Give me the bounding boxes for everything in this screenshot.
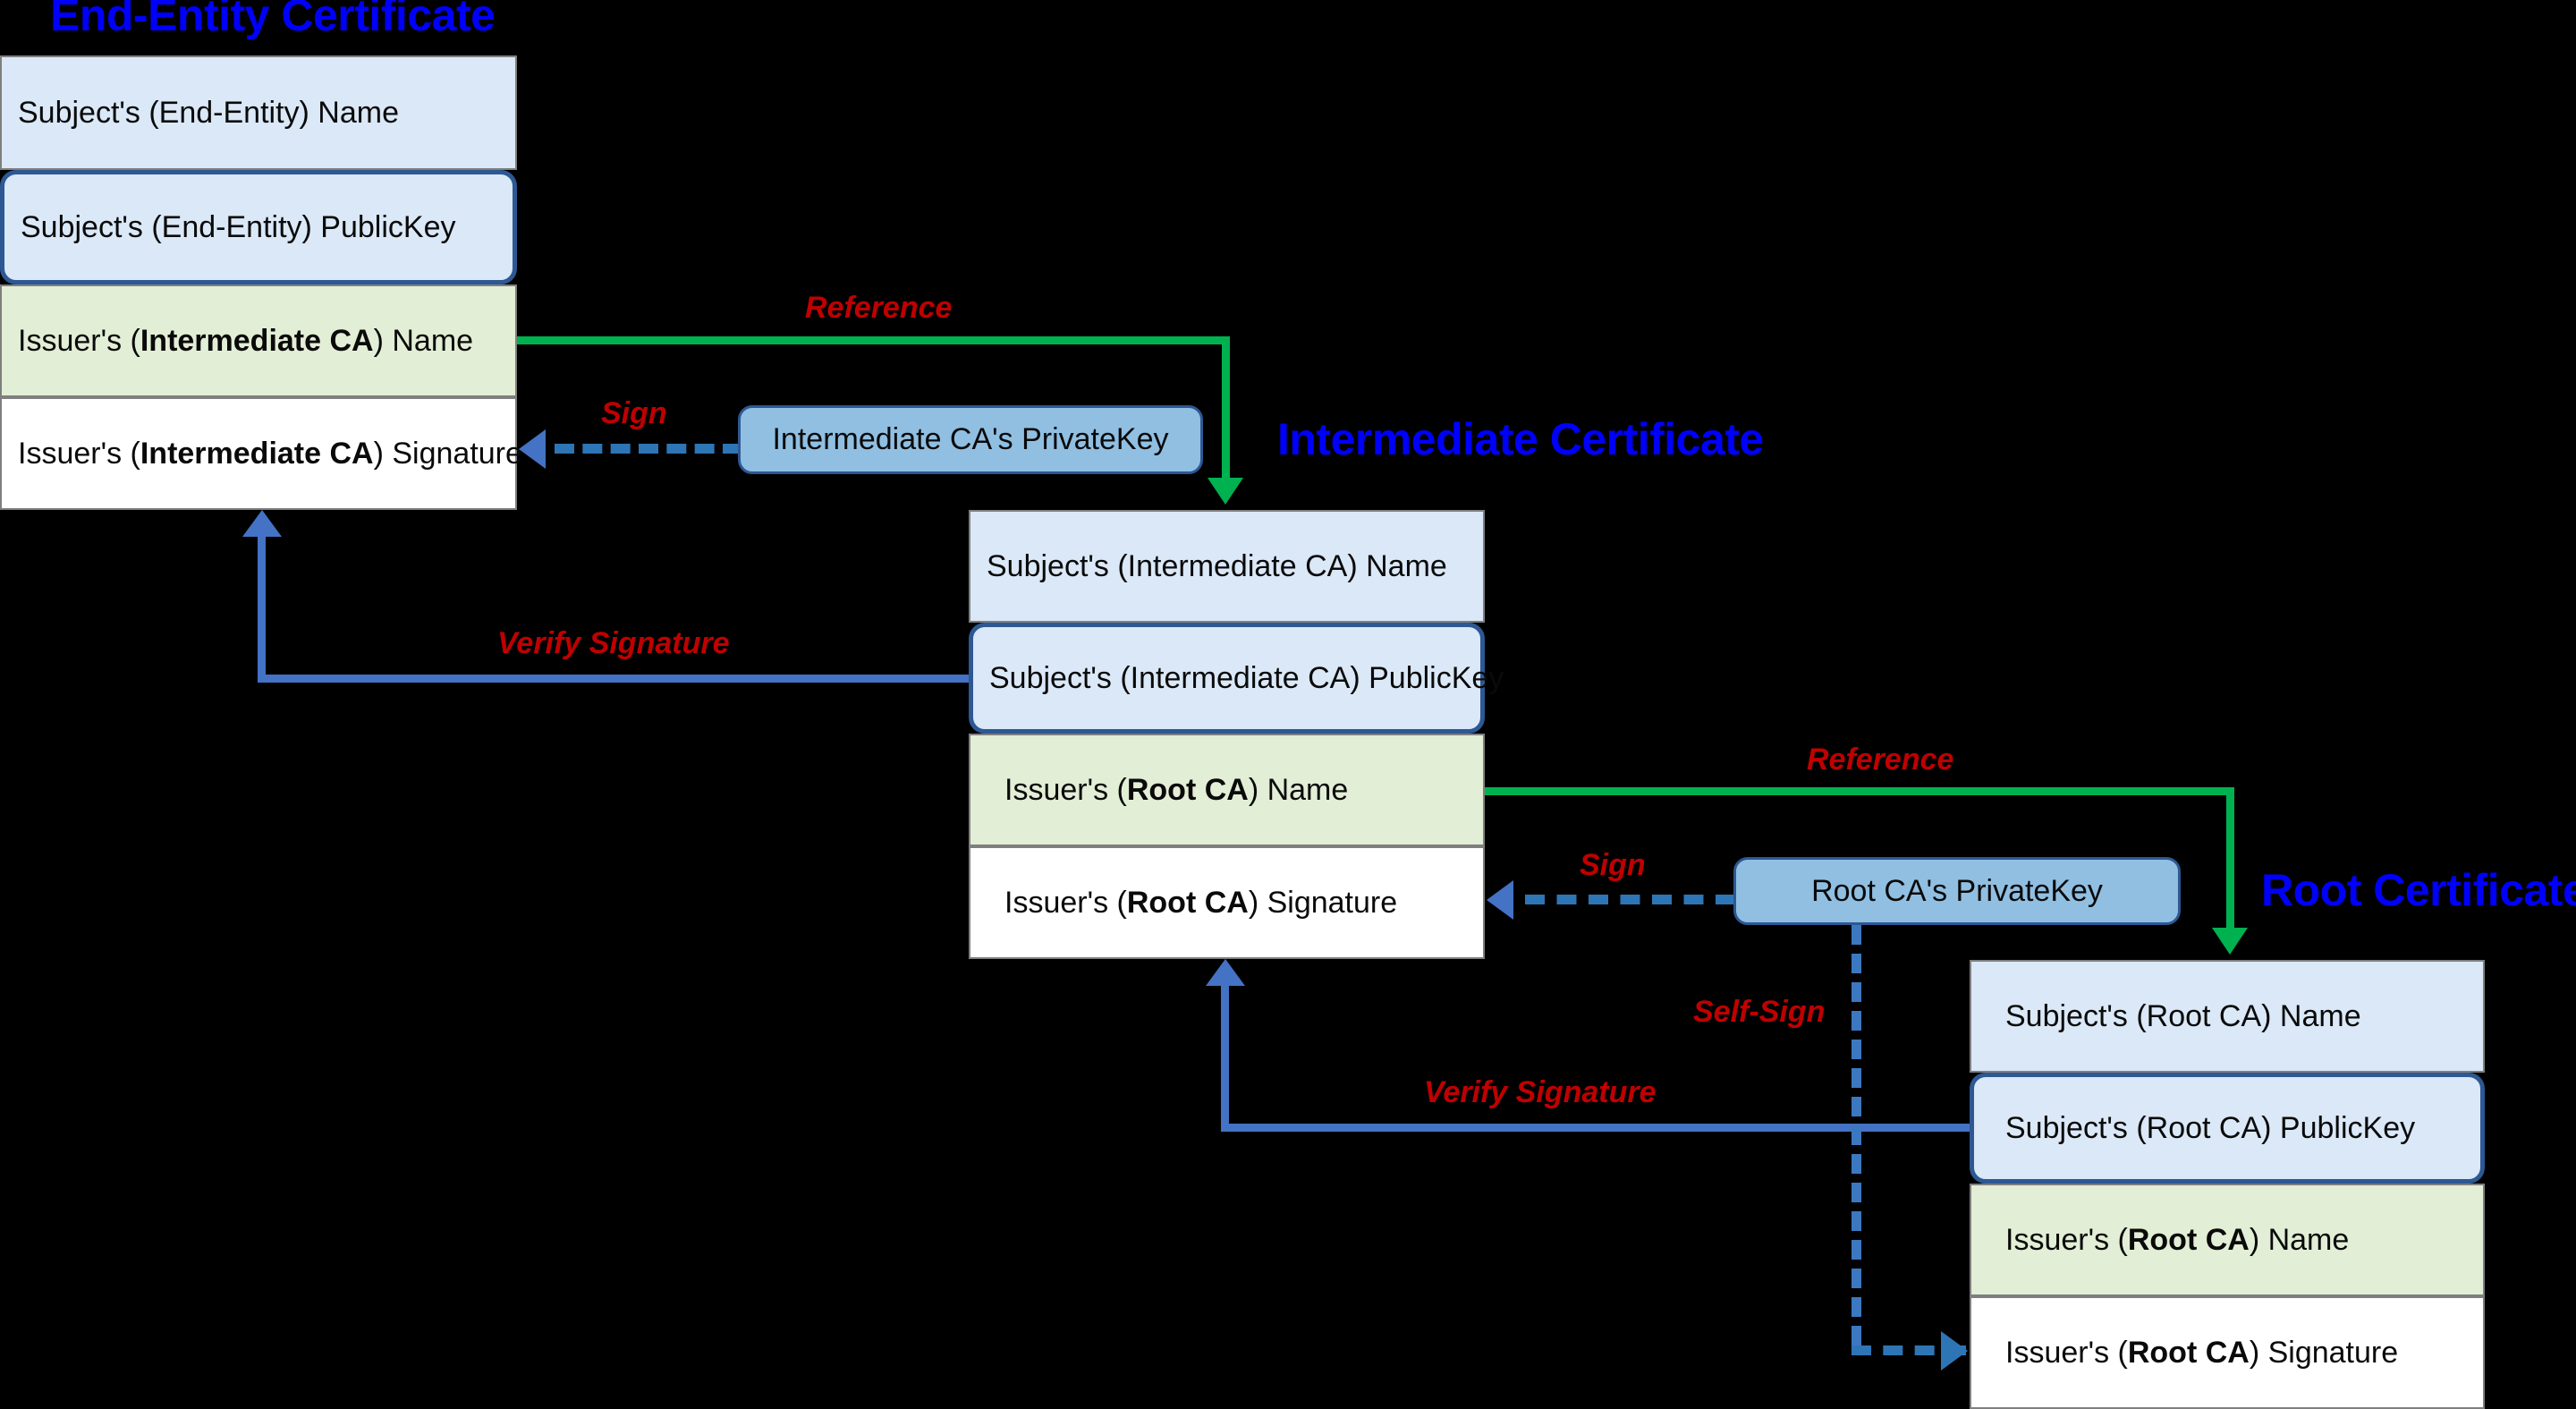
reference-arrow-lower-vertical [2226,787,2234,928]
edge-label-verify-lower: Verify Signature [1424,1075,1657,1109]
reference-arrow-upper-vertical [1222,336,1230,480]
certificate-root: Subject's (Root CA) Name Subject's (Root… [1970,960,2485,1409]
row-end-entity-issuer-name[interactable]: Issuer's (Intermediate CA) Name [0,284,517,397]
reference-arrow-lower-horizontal [1485,787,2234,795]
privatekey-intermediate-ca[interactable]: Intermediate CA's PrivateKey [738,405,1203,474]
sign-arrow-lower-dashed [1525,895,1735,904]
verify-arrow-upper-vertical [258,537,266,683]
edge-label-sign-lower: Sign [1580,848,1646,882]
verify-arrow-lower-head [1206,959,1245,986]
privatekey-label: Intermediate CA's PrivateKey [772,422,1169,456]
row-label: Subject's (End-Entity) PublicKey [21,209,456,244]
row-label: Subject's (Intermediate CA) Name [987,548,1447,583]
privatekey-root-ca[interactable]: Root CA's PrivateKey [1733,857,2181,925]
row-label: Issuer's (Root CA) Name [1004,772,1349,807]
row-label: Issuer's (Root CA) Signature [2005,1335,2399,1370]
verify-arrow-lower-horizontal [1221,1124,1972,1132]
row-label: Subject's (Root CA) Name [2005,998,2361,1033]
reference-arrow-upper-head [1208,478,1243,505]
row-label: Issuer's (Root CA) Name [2005,1222,2350,1257]
row-label: Subject's (Intermediate CA) PublicKey [989,660,1504,695]
heading-intermediate-certificate: Intermediate Certificate [1277,414,1764,464]
reference-arrow-lower-head [2212,928,2248,955]
heading-root-certificate: Root Certificate [2261,865,2576,915]
row-intermediate-issuer-signature[interactable]: Issuer's (Root CA) Signature [969,846,1485,959]
row-intermediate-subject-publickey[interactable]: Subject's (Intermediate CA) PublicKey [969,623,1504,734]
verify-arrow-upper-head [242,510,282,537]
sign-arrow-upper-dashed [555,444,742,454]
self-sign-arrow-horizontal [1852,1345,1966,1355]
heading-end-entity-certificate: End-Entity Certificate [50,0,496,40]
row-label: Issuer's (Root CA) Signature [1004,885,1398,920]
reference-arrow-upper-horizontal [517,336,1230,344]
row-root-issuer-signature[interactable]: Issuer's (Root CA) Signature [1970,1296,2485,1409]
row-end-entity-issuer-signature[interactable]: Issuer's (Intermediate CA) Signature [0,397,522,510]
edge-label-reference-upper: Reference [805,291,953,325]
row-end-entity-subject-name[interactable]: Subject's (End-Entity) Name [0,55,517,170]
edge-label-self-sign: Self-Sign [1693,995,1826,1029]
edge-label-verify-upper: Verify Signature [497,626,730,660]
row-end-entity-subject-publickey[interactable]: Subject's (End-Entity) PublicKey [0,170,517,284]
verify-arrow-lower-vertical [1221,986,1229,1132]
edge-label-sign-upper: Sign [601,396,667,430]
sign-arrow-upper-head [519,429,546,469]
row-root-subject-name[interactable]: Subject's (Root CA) Name [1970,960,2485,1073]
certificate-end-entity: Subject's (End-Entity) Name Subject's (E… [0,55,522,510]
privatekey-label: Root CA's PrivateKey [1811,873,2103,908]
sign-arrow-lower-head [1487,880,1513,920]
row-root-subject-publickey[interactable]: Subject's (Root CA) PublicKey [1970,1073,2485,1184]
row-label: Issuer's (Intermediate CA) Signature [18,436,522,471]
row-label: Subject's (End-Entity) Name [18,95,399,130]
certificate-intermediate: Subject's (Intermediate CA) Name Subject… [969,510,1504,959]
row-label: Issuer's (Intermediate CA) Name [18,323,474,358]
self-sign-arrow-head [1941,1331,1968,1371]
row-intermediate-issuer-name[interactable]: Issuer's (Root CA) Name [969,734,1485,846]
verify-arrow-upper-horizontal [258,675,973,683]
row-intermediate-subject-name[interactable]: Subject's (Intermediate CA) Name [969,510,1485,623]
row-root-issuer-name[interactable]: Issuer's (Root CA) Name [1970,1184,2485,1296]
edge-label-reference-lower: Reference [1807,743,1954,777]
row-label: Subject's (Root CA) PublicKey [2005,1110,2416,1145]
self-sign-arrow-vertical [1852,925,1861,1345]
